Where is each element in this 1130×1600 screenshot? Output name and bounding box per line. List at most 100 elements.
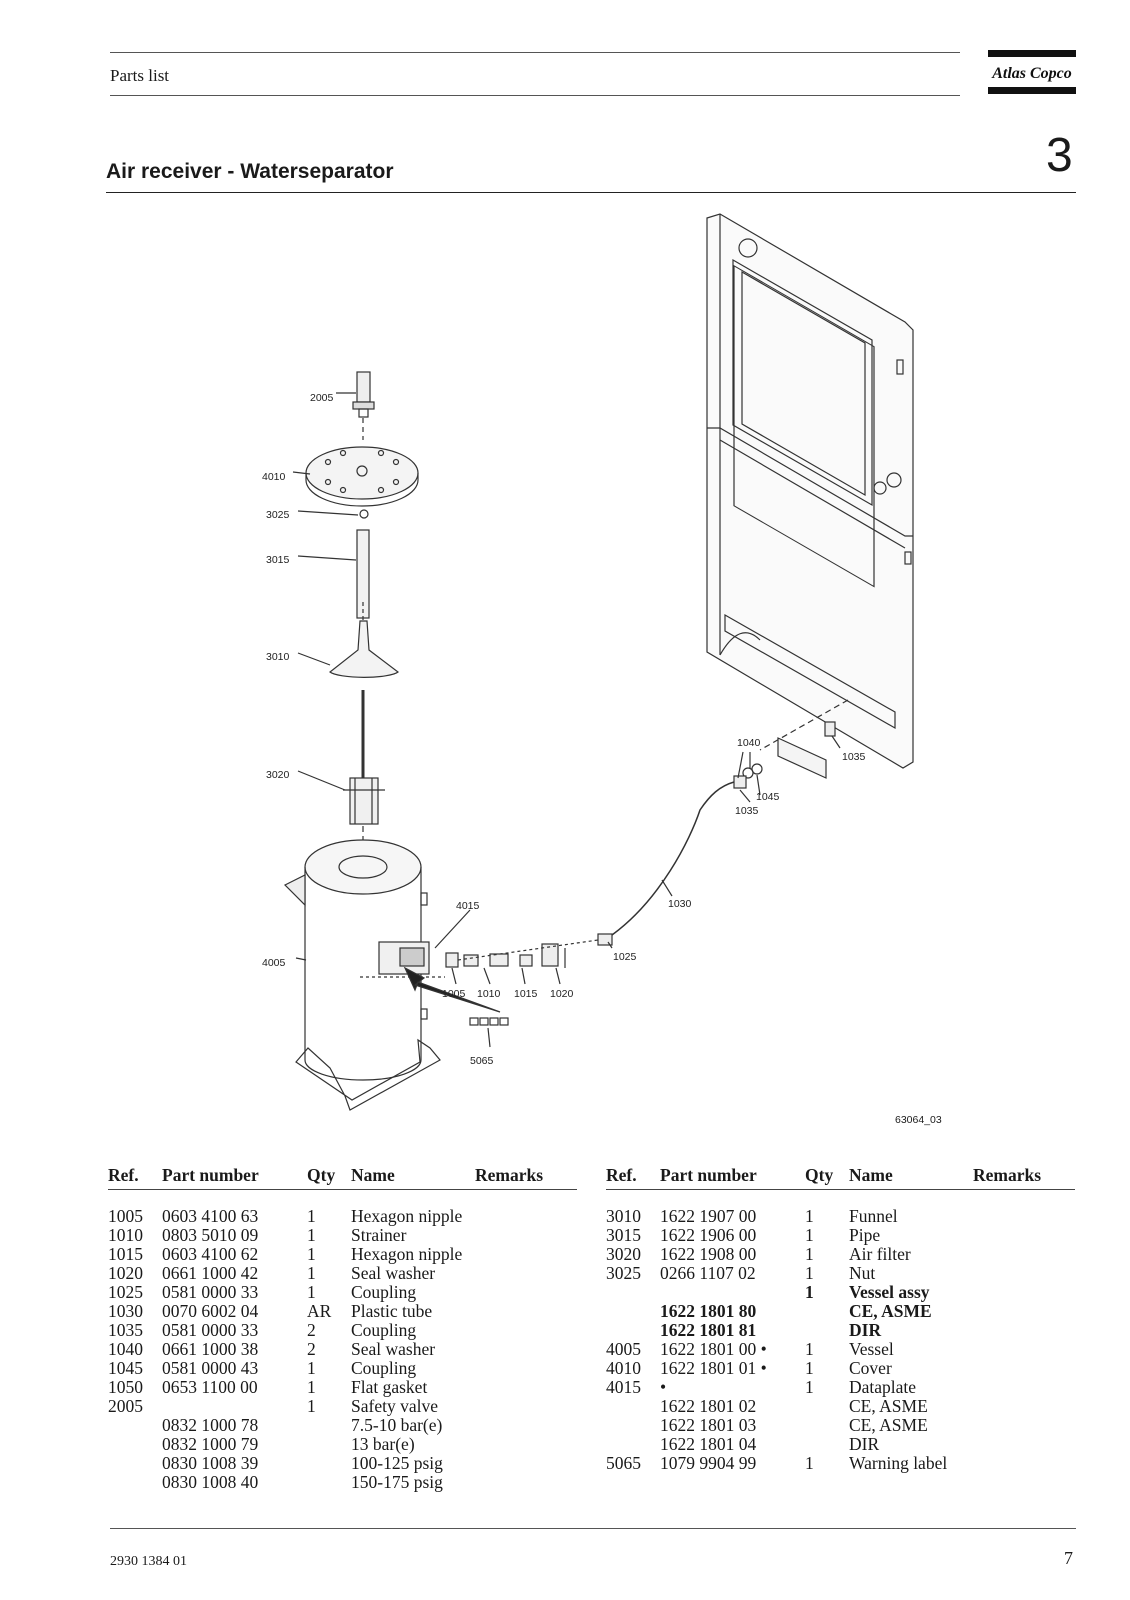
header-section: Parts list — [110, 66, 170, 85]
cell-ref: 1030 — [108, 1301, 143, 1321]
cell-qty: 1 — [307, 1396, 316, 1416]
fig-label: 1010 — [477, 988, 501, 1000]
cell-remarks — [475, 1378, 577, 1397]
cell-name: Seal washer — [351, 1263, 436, 1283]
col-ref: Ref. — [606, 1166, 660, 1190]
cell-ref — [108, 1435, 162, 1454]
cell-part-number — [162, 1397, 307, 1416]
cell-ref: 1035 — [108, 1320, 143, 1340]
cell-qty — [307, 1435, 351, 1454]
cell-remarks — [475, 1283, 577, 1302]
cell-name: Safety valve — [351, 1396, 438, 1416]
cell-ref — [108, 1473, 162, 1492]
fig-label: 1015 — [514, 988, 538, 1000]
cell-remarks — [973, 1435, 1075, 1454]
cell-name: Vessel assy — [849, 1282, 930, 1302]
cell-qty: 1 — [307, 1206, 316, 1226]
drain-fittings — [445, 933, 613, 968]
parts-row: 1622 1801 02 CE, ASME — [606, 1397, 1075, 1416]
cell-qty — [805, 1416, 849, 1435]
cell-qty — [805, 1397, 849, 1416]
cell-ref — [606, 1302, 660, 1321]
exploded-view-drawing: 2005 4010 3025 3015 3010 3020 4015 4005 … — [262, 213, 914, 1111]
cell-qty: 1 — [307, 1358, 316, 1378]
cell-name: CE, ASME — [849, 1396, 928, 1416]
warning-label-sheet — [469, 1017, 509, 1026]
cell-part-number: 0661 1000 38 — [162, 1339, 259, 1359]
cell-remarks — [973, 1283, 1075, 1302]
cell-name: 100-125 psig — [351, 1453, 443, 1473]
fig-label: 1040 — [737, 737, 761, 749]
funnel — [329, 620, 399, 678]
cell-name: Dataplate — [849, 1377, 917, 1397]
cell-name: Funnel — [849, 1206, 898, 1226]
cell-ref: 3015 — [606, 1225, 641, 1245]
cell-part-number: 1622 1801 02 — [660, 1396, 757, 1416]
cell-ref: 3010 — [606, 1206, 641, 1226]
cell-qty: AR — [307, 1301, 332, 1321]
cell-part-number: 0581 0000 33 — [162, 1320, 259, 1340]
cell-remarks — [475, 1454, 577, 1473]
cell-ref — [606, 1283, 660, 1302]
cell-name: DIR — [849, 1320, 882, 1340]
vessel — [283, 839, 441, 1111]
cell-name: Flat gasket — [351, 1377, 428, 1397]
cell-qty: 2 — [307, 1320, 316, 1340]
cell-qty — [307, 1454, 351, 1473]
cell-qty: 1 — [307, 1225, 316, 1245]
cell-part-number: 1622 1801 80 — [660, 1301, 757, 1321]
cell-remarks — [973, 1416, 1075, 1435]
cell-qty: 1 — [307, 1282, 316, 1302]
cell-part-number: 0803 5010 09 — [162, 1225, 259, 1245]
cell-part-number: 0661 1000 42 — [162, 1263, 259, 1283]
cell-name: 13 bar(e) — [351, 1434, 415, 1454]
cell-ref: 1020 — [108, 1263, 143, 1283]
cell-name: Pipe — [849, 1225, 881, 1245]
col-qty: Qty — [307, 1166, 351, 1190]
cell-part-number: 1622 1907 00 — [660, 1206, 757, 1226]
cell-qty: 1 — [805, 1358, 814, 1378]
cell-part-number: 0653 1100 00 — [162, 1377, 258, 1397]
cell-qty: 1 — [805, 1206, 814, 1226]
frame-panel — [706, 213, 914, 769]
cell-remarks — [973, 1264, 1075, 1283]
fig-label: 1030 — [668, 898, 692, 910]
fig-label: 3015 — [266, 554, 290, 566]
cell-qty: 1 — [307, 1377, 316, 1397]
fig-label: 3010 — [266, 651, 290, 663]
cell-ref: 1005 — [108, 1206, 143, 1226]
cell-qty: 2 — [307, 1339, 316, 1359]
fig-label: 5065 — [470, 1055, 494, 1067]
cell-ref: 1010 — [108, 1225, 143, 1245]
cell-name: Coupling — [351, 1320, 417, 1340]
cell-name: Plastic tube — [351, 1301, 433, 1321]
air-filter-element — [343, 777, 385, 825]
cell-remarks — [973, 1359, 1075, 1378]
cell-remarks — [973, 1302, 1075, 1321]
cell-remarks — [973, 1207, 1075, 1226]
safety-valve — [352, 371, 375, 418]
cell-part-number: • — [660, 1377, 667, 1397]
cell-ref: 3025 — [606, 1263, 641, 1283]
cell-name: Vessel — [849, 1339, 894, 1359]
cell-qty: 1 — [805, 1225, 814, 1245]
fig-label: 1020 — [550, 988, 574, 1000]
cell-ref: 3020 — [606, 1244, 641, 1264]
cell-name: CE, ASME — [849, 1415, 928, 1435]
cell-part-number: 1622 1801 00 • — [660, 1339, 767, 1359]
